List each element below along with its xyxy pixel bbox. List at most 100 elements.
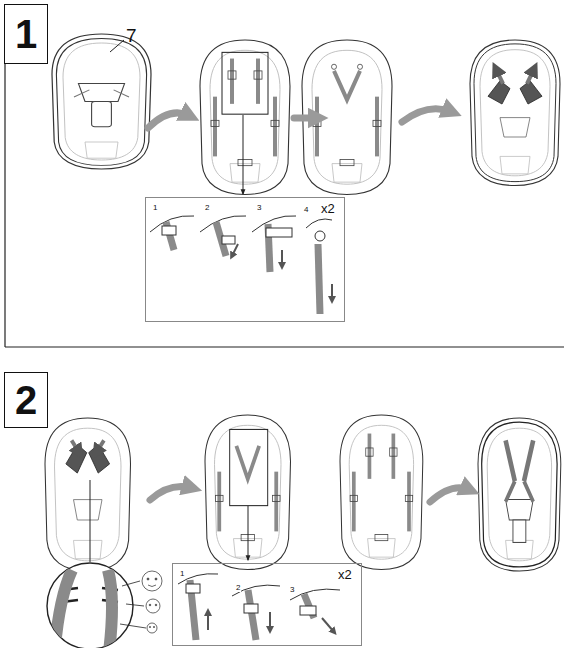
baby-size-icon: [142, 571, 162, 633]
substep-number: 2: [204, 204, 210, 212]
seat-figure: [506, 440, 534, 481]
seat-figure: [474, 44, 556, 182]
baby-size-icon: [148, 585, 156, 587]
seat-figure: [506, 481, 534, 501]
magnifier: [90, 480, 91, 562]
baby-size-icon: [142, 571, 162, 591]
seat-figure: [313, 97, 381, 166]
detail-sketch: [248, 590, 256, 640]
step-arrow: [150, 487, 470, 503]
magnifier: [54, 570, 72, 648]
detail-pointer: [248, 506, 249, 560]
seat-figure: [478, 418, 561, 571]
step-number: 2: [15, 380, 37, 420]
seat-figure: [96, 440, 104, 452]
seat-figure: [513, 520, 526, 542]
seat-figure: [500, 118, 530, 137]
step-arrow: [430, 488, 470, 502]
magnifier: [108, 570, 112, 648]
baby-size-icon: [155, 578, 157, 580]
seat-figure: [390, 448, 397, 456]
detail-sketch: [222, 236, 235, 244]
seat-figure: [520, 81, 542, 104]
step-arrow: [402, 109, 452, 122]
step-arrow: [148, 109, 452, 128]
seat-figure: [358, 64, 363, 69]
seat-figure: [236, 446, 259, 479]
magnifier: [54, 570, 118, 648]
seat-figure: [350, 472, 413, 541]
detail-sketch: [200, 216, 246, 232]
substep-number: 4: [303, 206, 309, 214]
seat-figure: [72, 440, 80, 452]
seat-figure: [230, 59, 234, 104]
leader-line: [110, 40, 124, 52]
detail-inset: 1234x2: [145, 197, 345, 322]
seat-figure: [205, 415, 291, 570]
baby-size-icon: [147, 578, 149, 580]
detail-sketch: [306, 219, 332, 228]
seat-figure: [470, 40, 560, 186]
leader-line: [110, 40, 124, 52]
baby-size-icon: [153, 626, 154, 627]
seat-figure: [506, 500, 534, 520]
seat-figure: [340, 415, 423, 570]
seat-figure: [200, 40, 290, 195]
seat-figure: [340, 415, 423, 570]
detail-sketch: [162, 226, 176, 235]
magnifier: [126, 604, 144, 606]
step-number-box: 2: [4, 372, 48, 428]
magnifier: [122, 581, 140, 586]
seat-figure: [470, 40, 560, 186]
detail-pointer: [243, 115, 244, 194]
detail-sketch: [232, 244, 238, 256]
seat-pad-figure: [78, 84, 124, 102]
repeat-count: x2: [320, 202, 336, 215]
detail-pointer: [248, 506, 249, 560]
detail-sketch: [281, 250, 283, 266]
step-arrow: [294, 115, 318, 122]
magnifier: [120, 624, 146, 628]
seat-figure: [488, 81, 510, 104]
seat-figure: [527, 69, 534, 84]
seat-figure: [254, 71, 262, 79]
seat-figure: [478, 418, 561, 571]
baby-size-icon: [147, 623, 157, 633]
seat-figure: [482, 422, 557, 567]
detail-sketch: [266, 228, 292, 237]
substep-number: 2: [235, 584, 241, 592]
substep-number: 3: [256, 204, 262, 212]
seat-figure: [496, 69, 503, 84]
seat-pad-figure: [56, 39, 146, 166]
detail-inset: 123x2: [172, 563, 362, 646]
panel-frame: [5, 346, 564, 347]
step-number: 1: [15, 14, 37, 54]
baby-size-icon: [155, 604, 157, 606]
seat-pad-figure: [74, 90, 129, 97]
seat-figure: [74, 500, 103, 520]
seat-figure: [366, 448, 373, 456]
baby-size-icon: [149, 604, 151, 606]
seat-pad-figure: [92, 102, 112, 127]
baby-size-icon: [149, 626, 150, 627]
seat-pad-figure: [52, 34, 151, 169]
detail-sketch: [207, 612, 209, 630]
callout-number: 7: [126, 26, 137, 45]
detail-sketch: [300, 606, 316, 615]
seat-figure: [256, 59, 260, 104]
seat-figure: [334, 71, 360, 100]
seat-pad-figure: [52, 34, 151, 169]
detail-sketch: [150, 216, 332, 314]
detail-sketch: [244, 604, 258, 613]
step-arrow: [148, 113, 190, 128]
detail-sketch: [269, 612, 271, 630]
seat-figure: [222, 52, 268, 114]
substep-number: 1: [179, 570, 185, 578]
seat-figure: [230, 429, 268, 505]
seat-figure: [228, 71, 236, 79]
repeat-count: x2: [337, 568, 353, 581]
baby-size-icon: [146, 599, 160, 613]
detail-sketch: [178, 574, 340, 640]
